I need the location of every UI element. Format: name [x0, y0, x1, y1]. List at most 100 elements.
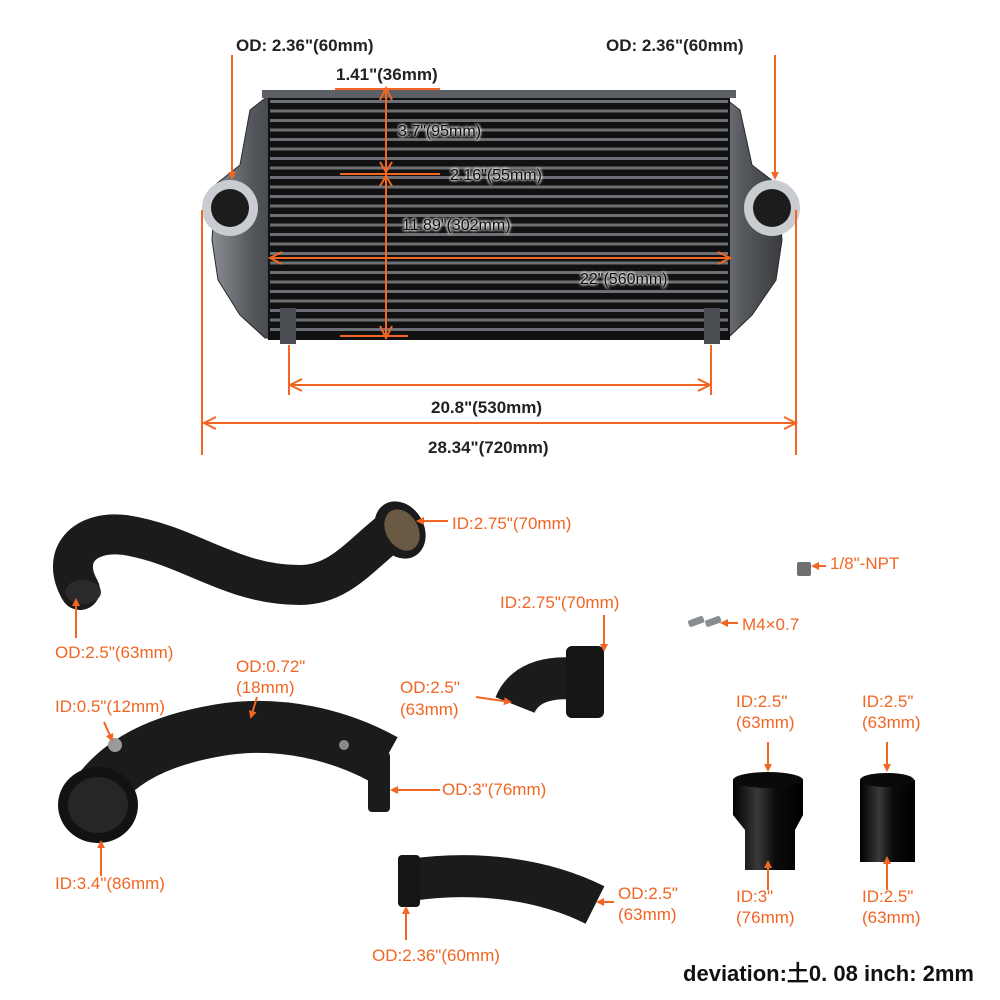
core-fin-bar — [270, 299, 728, 303]
label-bracket-span: 20.8"(530mm) — [431, 398, 543, 417]
core-width-arrowheads — [267, 251, 733, 265]
label-bottom-pipe-od-left: OD:2.36"(60mm) — [372, 946, 500, 965]
core-fin-bar — [270, 328, 728, 331]
label-upper-height: 3.7"(95mm) — [398, 123, 482, 140]
label-coupler1-top-1: ID:2.5" — [736, 692, 788, 711]
charge-pipe-body — [73, 700, 398, 811]
left-bracket — [280, 308, 296, 344]
charge-pipe-bung — [339, 740, 349, 750]
core-fin-bar — [270, 119, 728, 122]
label-short-pipe-od-2: (63mm) — [400, 700, 459, 719]
core-fin-bar — [270, 233, 728, 236]
core-fins — [270, 100, 728, 331]
label-gap: 2.16"(55mm) — [450, 167, 542, 184]
charge-pipe — [58, 700, 398, 843]
label-fin-spacing: 1.41"(36mm) — [336, 65, 438, 84]
label-coupler1-bot-2: (76mm) — [736, 908, 795, 927]
core-fin-bar — [270, 261, 728, 265]
label-od-left: OD: 2.36"(60mm) — [236, 36, 374, 55]
screw-icon-1 — [688, 616, 705, 627]
core-top-plate — [262, 90, 736, 98]
core-fin-bar — [270, 166, 728, 170]
label-short-pipe-od-1: OD:2.5" — [400, 678, 460, 697]
core-fin-bar — [270, 223, 728, 227]
gap-arrowheads — [379, 161, 393, 187]
deviation-note: deviation:土0. 08 inch: 2mm — [683, 961, 974, 986]
short-pipe — [495, 646, 604, 718]
label-bottom-pipe-od-2: (63mm) — [618, 905, 677, 924]
screw-icon-2 — [705, 616, 722, 627]
label-pipe-top-od: OD:2.5"(63mm) — [55, 643, 174, 662]
intercooler — [202, 90, 800, 344]
short-pipe-flange — [566, 646, 604, 718]
core-fin-bar — [270, 157, 728, 160]
core-fin-bar — [270, 271, 728, 274]
reducer-coupler — [733, 780, 803, 870]
label-npt: 1/8"-NPT — [830, 554, 900, 573]
charge-pipe-port — [243, 718, 255, 738]
core-fin-bar — [270, 138, 728, 141]
core-fin-bar — [270, 318, 728, 322]
top-curved-pipe — [53, 501, 426, 610]
bottom-pipe-flange — [398, 855, 420, 907]
core-fin-bar — [270, 242, 728, 246]
straight-coupler — [860, 780, 915, 862]
label-overall-width: 28.34"(720mm) — [428, 438, 549, 457]
fittings — [688, 562, 811, 627]
core-fin-bar — [270, 100, 728, 103]
bracket-span-arrowheads — [287, 378, 713, 392]
core-fin-bar — [270, 290, 728, 293]
charge-pipe-port-small — [108, 738, 122, 752]
overall-width-arrowheads — [201, 416, 799, 430]
arrow-chargepipe-id-small — [103, 721, 114, 742]
core-fin-bar — [270, 280, 728, 284]
core-fin-bar — [270, 128, 728, 132]
right-bracket — [704, 308, 720, 344]
label-core-height: 11.89"(302mm) — [402, 217, 511, 234]
callout-arrows — [72, 517, 891, 940]
core-fin-bar — [270, 204, 728, 208]
label-bottom-pipe-od-1: OD:2.5" — [618, 884, 678, 903]
core-fin-bar — [270, 195, 728, 198]
label-chargepipe-id: ID:3.4"(86mm) — [55, 874, 165, 893]
label-screw: M4×0.7 — [742, 615, 800, 634]
core-fin-bar — [270, 109, 728, 113]
core-fin-bar — [270, 252, 728, 255]
core-height-arrowheads — [379, 85, 393, 341]
charge-pipe-end — [368, 752, 390, 812]
label-coupler2-top-1: ID:2.5" — [862, 692, 914, 711]
label-pipe-top-id: ID:2.75"(70mm) — [452, 514, 572, 533]
label-coupler2-top-2: (63mm) — [862, 713, 921, 732]
core-fin-bar — [270, 185, 728, 189]
core-fin-bar — [270, 309, 728, 312]
left-inlet-opening — [211, 189, 249, 227]
label-coupler2-bot-2: (63mm) — [862, 908, 921, 927]
label-short-pipe-id: ID:2.75"(70mm) — [500, 593, 620, 612]
label-coupler1-top-2: (63mm) — [736, 713, 795, 732]
label-od-right: OD: 2.36"(60mm) — [606, 36, 744, 55]
charge-pipe-inlet-inner — [68, 777, 128, 833]
label-chargepipe-id-small: ID:0.5"(12mm) — [55, 697, 165, 716]
dimension-lines — [201, 55, 799, 455]
straight-coupler-top — [860, 773, 914, 787]
top-pipe-opening — [384, 509, 420, 551]
arrow-chargepipe-od-port — [248, 696, 258, 719]
couplers — [733, 772, 915, 870]
label-coupler1-bot-1: ID:3" — [736, 887, 774, 906]
bottom-pipe — [398, 855, 605, 924]
core-fin-bar — [270, 214, 728, 217]
bottom-pipe-body — [407, 855, 605, 924]
npt-plug-icon — [797, 562, 811, 576]
arrow-short-pipe-od — [475, 696, 512, 706]
top-pipe-end-left — [65, 580, 101, 604]
label-chargepipe-od-port-2: (18mm) — [236, 678, 295, 697]
label-coupler2-bot-1: ID:2.5" — [862, 887, 914, 906]
label-core-width: 22"(560mm) — [580, 271, 668, 288]
top-pipe-body — [53, 508, 415, 610]
core-fin-bar — [270, 147, 728, 151]
reducer-coupler-top — [733, 772, 803, 788]
core-fin-bar — [270, 176, 728, 179]
label-chargepipe-od: OD:3"(76mm) — [442, 780, 547, 799]
